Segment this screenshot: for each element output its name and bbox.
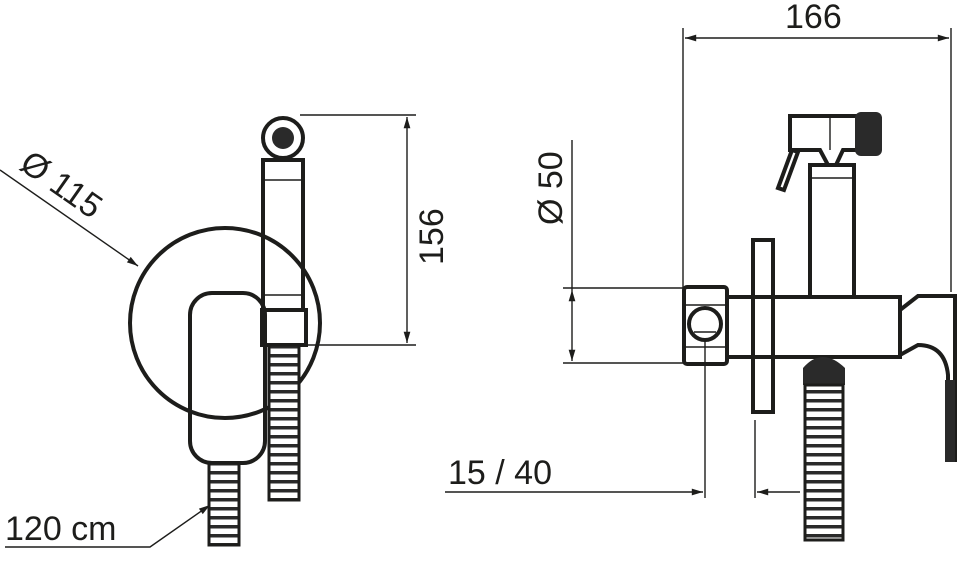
depth-dimension: 166 xyxy=(785,0,842,36)
hand-shower-body xyxy=(261,158,305,312)
hose-length-label: 120 cm xyxy=(5,510,117,548)
plate-diameter-dimension: Ø 115 xyxy=(13,143,109,226)
trigger-lever xyxy=(775,147,801,193)
wall-plate-side xyxy=(751,238,775,414)
shower-head-side xyxy=(788,114,860,167)
height-dimension: 156 xyxy=(413,208,451,265)
shower-hose-side xyxy=(803,383,845,542)
hose-nut xyxy=(260,308,308,347)
shower-pipe xyxy=(808,163,856,299)
wall-adjust-dimension: 15 / 40 xyxy=(448,454,552,492)
front-view: 156 Ø 115 120 cm xyxy=(0,114,451,548)
side-view: 166 Ø 50 15 / 40 xyxy=(445,0,957,542)
body-diameter-dimension: Ø 50 xyxy=(532,151,570,225)
supply-hose xyxy=(207,461,241,547)
wall-plate xyxy=(128,226,322,420)
mixer-lever xyxy=(188,291,267,465)
shower-hose xyxy=(267,343,301,502)
